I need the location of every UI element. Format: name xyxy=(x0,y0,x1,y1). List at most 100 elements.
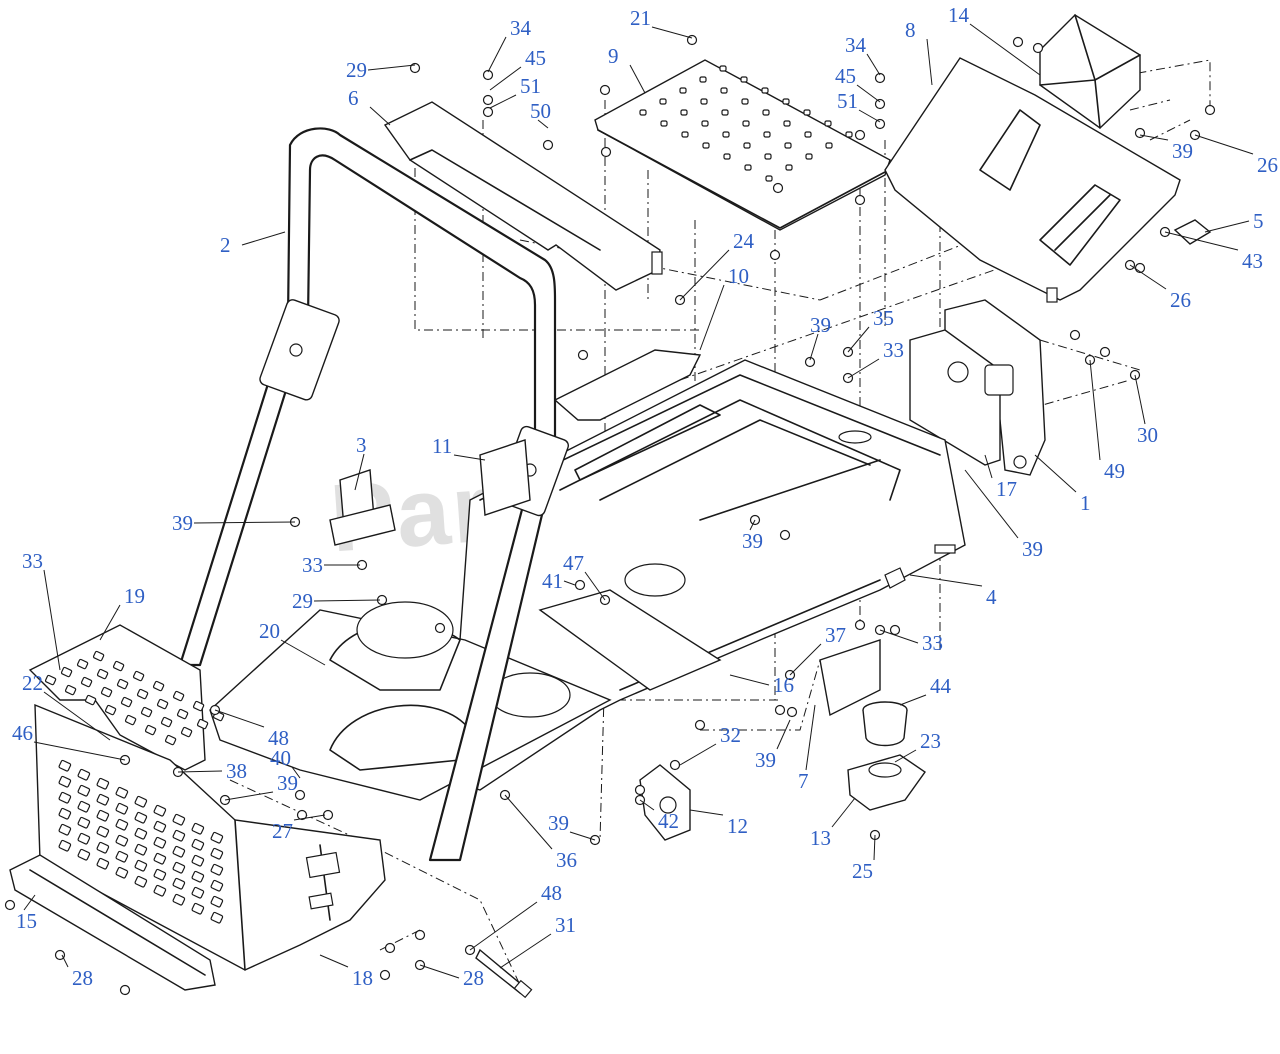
callout-49[interactable]: 49 xyxy=(1104,459,1125,483)
callout-28[interactable]: 28 xyxy=(463,966,484,990)
callout-25[interactable]: 25 xyxy=(852,859,873,883)
callout-1[interactable]: 1 xyxy=(1080,491,1091,515)
callout-45[interactable]: 45 xyxy=(835,64,856,88)
callout-12[interactable]: 12 xyxy=(727,814,748,838)
callout-9[interactable]: 9 xyxy=(608,44,619,68)
callout-29[interactable]: 29 xyxy=(346,58,367,82)
callout-48[interactable]: 48 xyxy=(541,881,562,905)
callout-50[interactable]: 50 xyxy=(530,99,551,123)
leader-line-51 xyxy=(858,109,881,123)
callout-39[interactable]: 39 xyxy=(742,529,763,553)
leader-line-8 xyxy=(926,38,933,86)
callout-16[interactable]: 16 xyxy=(773,673,794,697)
callout-45[interactable]: 45 xyxy=(525,46,546,70)
callout-11[interactable]: 11 xyxy=(432,434,452,458)
callout-39[interactable]: 39 xyxy=(172,511,193,535)
callout-42[interactable]: 42 xyxy=(658,809,679,833)
callout-33[interactable]: 33 xyxy=(883,338,904,362)
leader-line-34 xyxy=(487,36,507,73)
callout-47[interactable]: 47 xyxy=(563,551,584,575)
callout-7[interactable]: 7 xyxy=(798,769,809,793)
callout-28[interactable]: 28 xyxy=(72,966,93,990)
callout-39[interactable]: 39 xyxy=(1022,537,1043,561)
callout-24[interactable]: 24 xyxy=(733,229,755,253)
leader-line-17 xyxy=(984,454,993,479)
leader-line-16 xyxy=(729,674,770,686)
callout-39[interactable]: 39 xyxy=(277,771,298,795)
callout-46[interactable]: 46 xyxy=(12,721,33,745)
callout-44[interactable]: 44 xyxy=(930,674,952,698)
callout-23[interactable]: 23 xyxy=(920,729,941,753)
callout-8[interactable]: 8 xyxy=(905,18,916,42)
callout-39[interactable]: 39 xyxy=(1172,139,1193,163)
callout-13[interactable]: 13 xyxy=(810,826,831,850)
callout-43[interactable]: 43 xyxy=(1242,249,1263,273)
callout-26[interactable]: 26 xyxy=(1257,153,1278,177)
callout-2[interactable]: 2 xyxy=(220,233,231,257)
part-6-cover-plate xyxy=(383,101,663,291)
leader-line-18 xyxy=(319,954,349,968)
callout-38[interactable]: 38 xyxy=(226,759,247,783)
part-2-roll-bar xyxy=(178,127,570,862)
part-14-cover-box xyxy=(1039,14,1141,129)
callout-40[interactable]: 40 xyxy=(270,746,291,770)
leader-line-39 xyxy=(569,831,596,841)
callout-10[interactable]: 10 xyxy=(728,264,749,288)
leader-line-19 xyxy=(99,604,121,641)
callout-14[interactable]: 14 xyxy=(948,3,970,27)
callout-31[interactable]: 31 xyxy=(555,913,576,937)
callout-34[interactable]: 34 xyxy=(510,16,532,40)
callout-36[interactable]: 36 xyxy=(556,848,577,872)
callout-37[interactable]: 37 xyxy=(825,623,846,647)
leader-line-41 xyxy=(563,580,576,586)
part-3-bracket xyxy=(329,469,396,546)
callout-20[interactable]: 20 xyxy=(259,619,280,643)
callout-5[interactable]: 5 xyxy=(1253,209,1264,233)
callout-33[interactable]: 33 xyxy=(22,549,43,573)
callout-33[interactable]: 33 xyxy=(302,553,323,577)
leader-line-35 xyxy=(847,326,870,353)
leader-line-33 xyxy=(879,629,919,644)
callout-48[interactable]: 48 xyxy=(268,726,289,750)
callout-29[interactable]: 29 xyxy=(292,589,313,613)
callout-39[interactable]: 39 xyxy=(755,748,776,772)
callout-30[interactable]: 30 xyxy=(1137,423,1158,447)
leader-line-43 xyxy=(1164,231,1239,251)
leader-line-5 xyxy=(1204,220,1250,233)
callout-18[interactable]: 18 xyxy=(352,966,373,990)
leader-line-39 xyxy=(224,791,274,801)
leader-line-33 xyxy=(43,569,61,671)
callout-39[interactable]: 39 xyxy=(810,313,831,337)
callout-22[interactable]: 22 xyxy=(22,671,43,695)
callout-34[interactable]: 34 xyxy=(845,33,867,57)
callout-51[interactable]: 51 xyxy=(520,74,541,98)
callout-26[interactable]: 26 xyxy=(1170,288,1191,312)
callout-17[interactable]: 17 xyxy=(996,477,1017,501)
callout-19[interactable]: 19 xyxy=(124,584,145,608)
callout-21[interactable]: 21 xyxy=(630,6,651,30)
leader-line-27 xyxy=(293,814,326,821)
callout-15[interactable]: 15 xyxy=(16,909,37,933)
leader-line-39 xyxy=(193,521,296,524)
callout-32[interactable]: 32 xyxy=(720,723,741,747)
callout-51[interactable]: 51 xyxy=(837,89,858,113)
callout-3[interactable]: 3 xyxy=(356,433,367,457)
leader-line-31 xyxy=(499,933,552,969)
leader-line-12 xyxy=(689,809,724,816)
leader-line-26 xyxy=(1194,134,1254,155)
part-23-cup-holder xyxy=(847,754,926,811)
leader-line-39 xyxy=(749,519,756,531)
callout-27[interactable]: 27 xyxy=(272,819,293,843)
leader-line-48 xyxy=(214,709,265,728)
leader-line-24 xyxy=(679,249,730,301)
callout-41[interactable]: 41 xyxy=(542,569,563,593)
callout-35[interactable]: 35 xyxy=(873,306,894,330)
leader-line-45 xyxy=(489,66,522,91)
callout-39[interactable]: 39 xyxy=(548,811,569,835)
callout-33[interactable]: 33 xyxy=(922,631,943,655)
callout-6[interactable]: 6 xyxy=(348,86,359,110)
callout-4[interactable]: 4 xyxy=(986,585,997,609)
leader-line-26 xyxy=(1129,264,1167,290)
